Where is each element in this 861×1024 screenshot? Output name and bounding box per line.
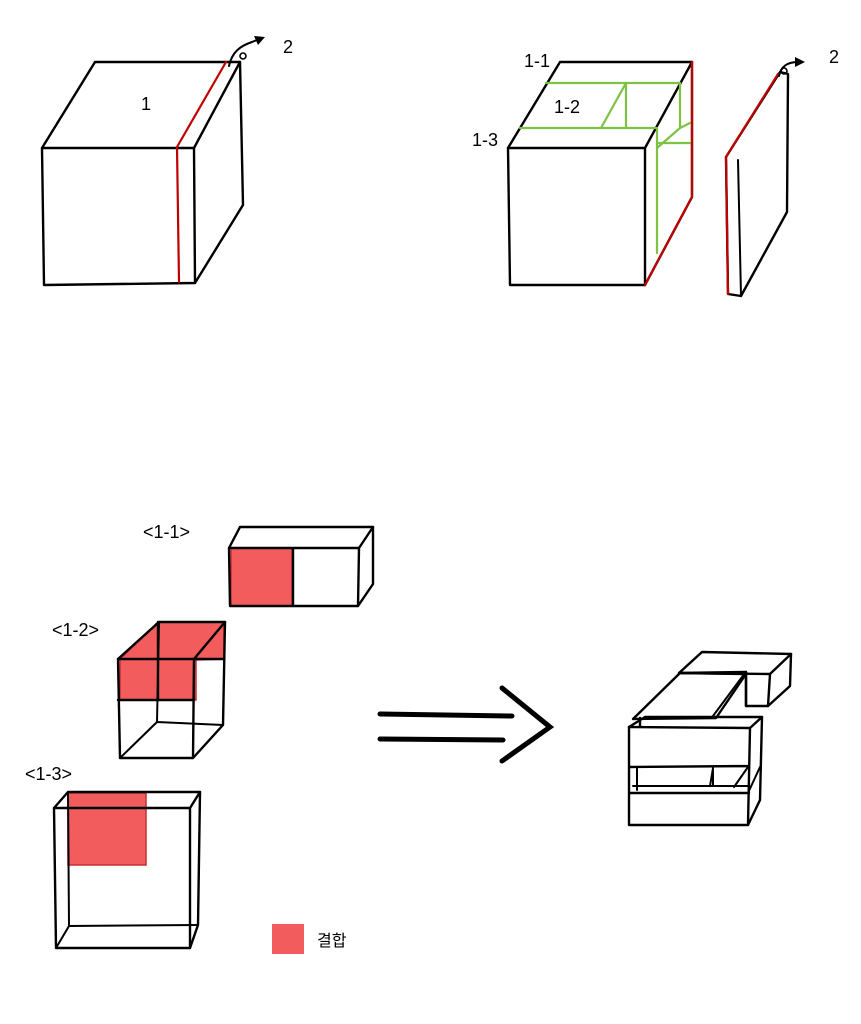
cube-1-group: 1 2 bbox=[40, 36, 293, 287]
legend: 결합 bbox=[272, 924, 347, 954]
pull-label-right: 2 bbox=[829, 47, 839, 67]
assembled-main-box bbox=[627, 715, 764, 827]
part-1-1-group: <1-1> bbox=[143, 522, 375, 608]
part-label-1-3: <1-3> bbox=[25, 764, 72, 784]
part-1-1-edges bbox=[227, 525, 375, 608]
pull-arrow-right-head-icon bbox=[795, 57, 805, 67]
part-1-3-hidden-edges bbox=[55, 791, 199, 949]
assembled-middle-slab bbox=[631, 671, 748, 721]
assembled-top-box bbox=[677, 650, 793, 708]
slice-2-inner-edge bbox=[737, 159, 742, 297]
cube-1-outline bbox=[40, 60, 245, 287]
part-1-2-hidden-edges bbox=[119, 621, 224, 759]
sub-block-lines bbox=[518, 81, 694, 255]
pull-loop-right-icon bbox=[780, 67, 788, 75]
legend-swatch bbox=[272, 924, 304, 954]
slice-2-cut-line bbox=[724, 72, 780, 296]
sub-label-1-3: 1-3 bbox=[472, 130, 498, 150]
cube-1-cut-line bbox=[175, 60, 228, 284]
pull-arrow-head-icon bbox=[254, 36, 265, 45]
pull-loop-icon bbox=[239, 52, 247, 60]
divided-cube-outline bbox=[506, 60, 694, 287]
cube-1-label: 1 bbox=[141, 94, 151, 114]
pull-arrow-icon bbox=[228, 37, 263, 67]
part-1-2-joint bbox=[119, 621, 225, 701]
sub-label-1-2: 1-2 bbox=[554, 97, 580, 117]
divided-cube-front-top-edge bbox=[506, 60, 694, 150]
part-label-1-2: <1-2> bbox=[52, 620, 99, 640]
sub-label-1-1: 1-1 bbox=[524, 51, 550, 71]
assembled-top-box-edges bbox=[677, 652, 793, 708]
part-label-1-1: <1-1> bbox=[143, 522, 190, 542]
assembled-structure bbox=[627, 650, 793, 827]
legend-label: 결합 bbox=[317, 931, 347, 950]
assembled-middle-edge bbox=[712, 672, 746, 717]
cube-1-front-right-edge bbox=[192, 146, 197, 285]
assembled-main-edges bbox=[627, 715, 764, 827]
part-1-2-group: <1-2> bbox=[52, 620, 227, 760]
part-1-1-joint bbox=[230, 547, 293, 607]
divided-cube-cut-line bbox=[643, 60, 694, 287]
double-arrow-right-icon bbox=[377, 685, 555, 764]
pull-label-left: 2 bbox=[283, 37, 293, 57]
divided-cube-group: 1-1 1-2 1-3 2 bbox=[472, 47, 839, 298]
part-1-3-joint bbox=[67, 792, 147, 866]
part-1-1-outline bbox=[227, 525, 375, 608]
assembled-inner-lines bbox=[632, 766, 761, 794]
part-1-3-group: <1-3> bbox=[25, 764, 202, 950]
